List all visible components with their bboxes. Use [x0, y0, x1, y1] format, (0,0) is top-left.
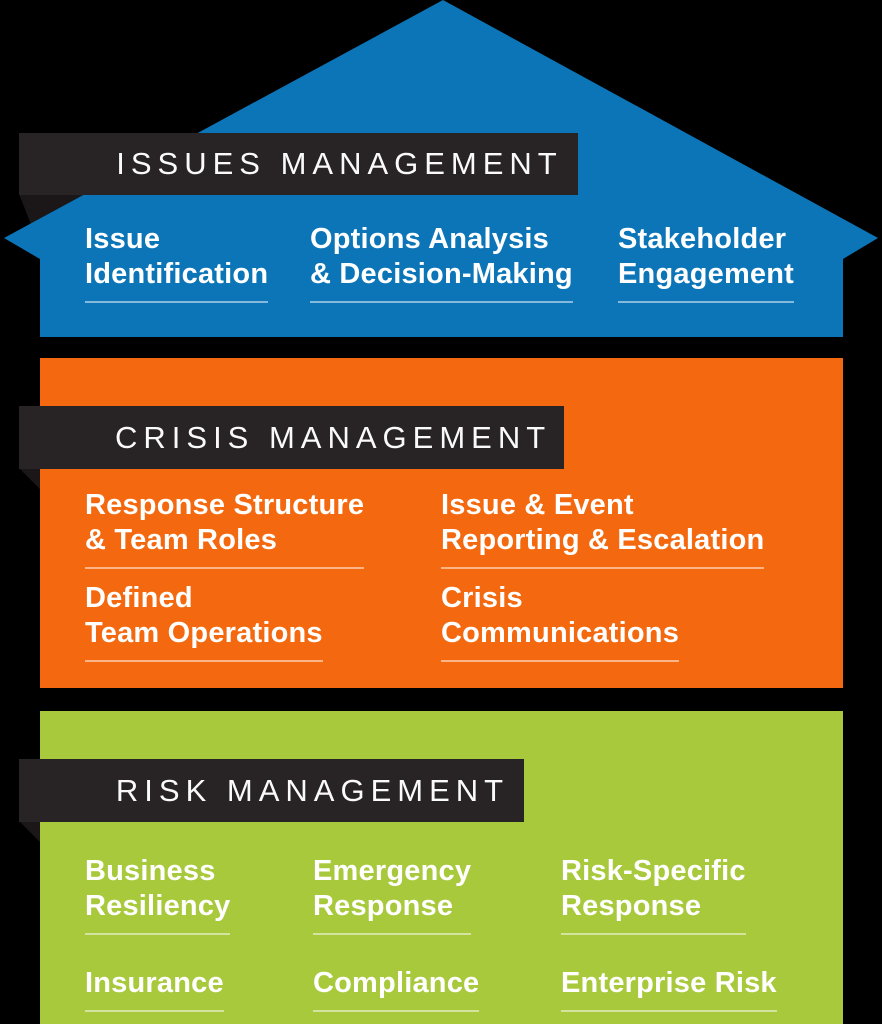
issues-item-issue-identification: Issue Identification	[85, 222, 269, 303]
item-line: Stakeholder	[618, 223, 787, 255]
issues-management-banner-label: ISSUES MANAGEMENT	[116, 146, 563, 181]
risk-item-compliance: Compliance	[313, 966, 480, 1012]
crisis-item-defined-team-operations: Defined Team Operations	[85, 581, 323, 662]
item-line: Team Operations	[85, 617, 323, 649]
risk-ribbon-fold	[19, 821, 40, 842]
item-line: Response Structure	[85, 489, 365, 521]
risk-item-business-resiliency: Business Resiliency	[85, 854, 231, 935]
risk-item-insurance: Insurance	[85, 966, 224, 1012]
crisis-ribbon-fold	[19, 468, 40, 489]
item-line: Compliance	[313, 967, 480, 999]
issues-management-banner: ISSUES MANAGEMENT	[19, 133, 578, 195]
item-line: Response	[313, 890, 454, 922]
risk-item-emergency-response: Emergency Response	[313, 854, 472, 935]
item-line: & Decision-Making	[310, 258, 573, 290]
crisis-management-banner-label: CRISIS MANAGEMENT	[115, 420, 552, 455]
item-line: Response	[561, 890, 702, 922]
issues-item-stakeholder-engagement: Stakeholder Engagement	[618, 222, 795, 303]
item-line: Enterprise Risk	[561, 967, 777, 999]
crisis-management-banner: CRISIS MANAGEMENT	[19, 406, 564, 469]
item-line: Options Analysis	[310, 223, 550, 255]
item-line: Engagement	[618, 258, 795, 290]
item-line: Defined	[85, 582, 193, 614]
crisis-item-response-structure: Response Structure & Team Roles	[85, 488, 365, 569]
item-line: Resiliency	[85, 890, 231, 922]
risk-item-risk-specific-response: Risk-Specific Response	[561, 854, 746, 935]
item-line: & Team Roles	[85, 524, 278, 556]
risk-item-enterprise-risk: Enterprise Risk	[561, 966, 777, 1012]
item-line: Issue	[85, 223, 161, 255]
issues-item-options-analysis: Options Analysis & Decision-Making	[310, 222, 573, 303]
item-line: Communications	[441, 617, 680, 649]
item-line: Business	[85, 855, 216, 887]
risk-management-banner-label: RISK MANAGEMENT	[115, 773, 510, 808]
item-line: Reporting & Escalation	[441, 524, 765, 556]
item-line: Crisis	[441, 582, 523, 614]
item-line: Issue & Event	[441, 489, 634, 521]
risk-management-banner: RISK MANAGEMENT	[19, 759, 524, 822]
item-line: Emergency	[313, 855, 472, 887]
item-line: Identification	[85, 258, 269, 290]
crisis-item-crisis-communications: Crisis Communications	[441, 581, 680, 662]
item-line: Insurance	[85, 967, 224, 999]
item-line: Risk-Specific	[561, 855, 746, 887]
crisis-item-issue-event-reporting: Issue & Event Reporting & Escalation	[441, 488, 765, 569]
